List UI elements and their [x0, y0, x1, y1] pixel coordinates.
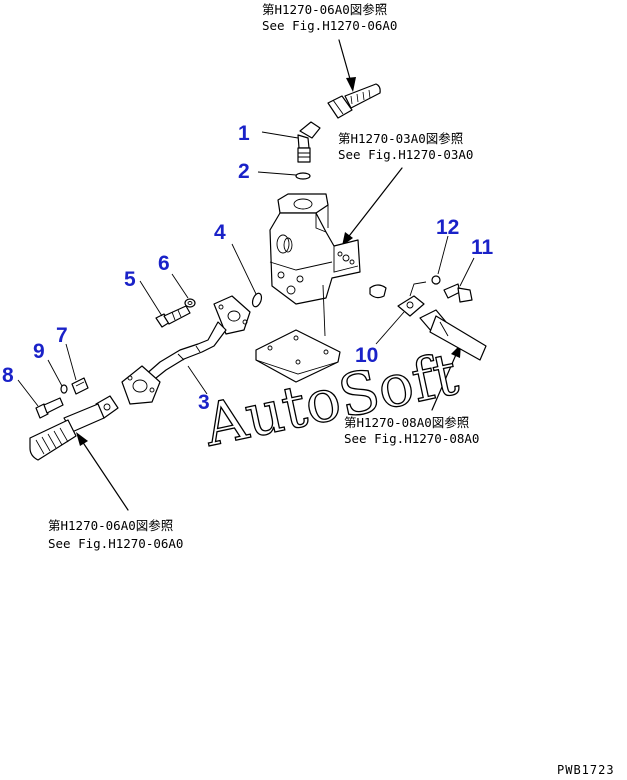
part-number-12: 12: [436, 216, 459, 239]
lower-hose-assembly: [29, 395, 119, 461]
o-ring-top: [295, 172, 311, 180]
ref-top-en: See Fig.H1270-06A0: [262, 18, 397, 33]
part-number-3: 3: [198, 391, 210, 414]
pipe-3: [121, 295, 251, 405]
washer-9: [60, 384, 68, 394]
ref-label-valve: 第H1270-03A0図参照 See Fig.H1270-03A0: [338, 131, 473, 162]
bolt-8: [35, 397, 64, 419]
valve-body: [269, 193, 387, 305]
o-ring-4: [251, 292, 263, 308]
ref-arrows: [76, 39, 461, 511]
bolt-11: [443, 283, 473, 303]
ref-bottom-en: See Fig.H1270-06A0: [48, 536, 183, 551]
elbow-fitting: [297, 121, 321, 163]
part-numbers: 1 2 3 4 5 6 7 8 9 10 11 12: [2, 122, 494, 414]
bolt-5: [155, 305, 191, 328]
ref-top-jp: 第H1270-06A0図参照: [262, 2, 387, 17]
part-number-8: 8: [2, 364, 14, 387]
ref-right-jp: 第H1270-08A0図参照: [344, 415, 469, 430]
leader-lines: [17, 131, 475, 407]
part-number-2: 2: [238, 160, 250, 183]
arrow-head-valve: [342, 232, 353, 246]
part-number-1: 1: [238, 122, 250, 145]
top-pipe-assembly: [327, 83, 381, 119]
ref-label-right: 第H1270-08A0図参照 See Fig.H1270-08A0: [344, 415, 479, 446]
mounting-plate: [255, 284, 341, 383]
arrow-head-top: [346, 77, 356, 92]
washer-12: [431, 275, 441, 285]
ref-label-top: 第H1270-06A0図参照 See Fig.H1270-06A0: [262, 2, 397, 33]
right-hose-assembly: [419, 309, 487, 361]
part-number-7: 7: [56, 324, 68, 347]
part-number-4: 4: [214, 221, 226, 244]
ref-bottom-jp: 第H1270-06A0図参照: [48, 518, 173, 533]
ref-valve-jp: 第H1270-03A0図参照: [338, 131, 463, 146]
part-number-5: 5: [124, 268, 136, 291]
clamp-10: [397, 295, 425, 317]
ref-valve-en: See Fig.H1270-03A0: [338, 147, 473, 162]
washer-6: [184, 298, 196, 308]
part-number-6: 6: [158, 252, 170, 275]
arrow-head-bottom: [76, 432, 88, 446]
ref-right-en: See Fig.H1270-08A0: [344, 431, 479, 446]
clamp-7: [71, 377, 89, 395]
part-number-11: 11: [471, 236, 494, 259]
ref-label-bottom: 第H1270-06A0図参照 See Fig.H1270-06A0: [48, 518, 183, 551]
part-number-9: 9: [33, 340, 45, 363]
part-number-10: 10: [355, 344, 378, 367]
drawing-code: PWB1723: [557, 763, 615, 777]
